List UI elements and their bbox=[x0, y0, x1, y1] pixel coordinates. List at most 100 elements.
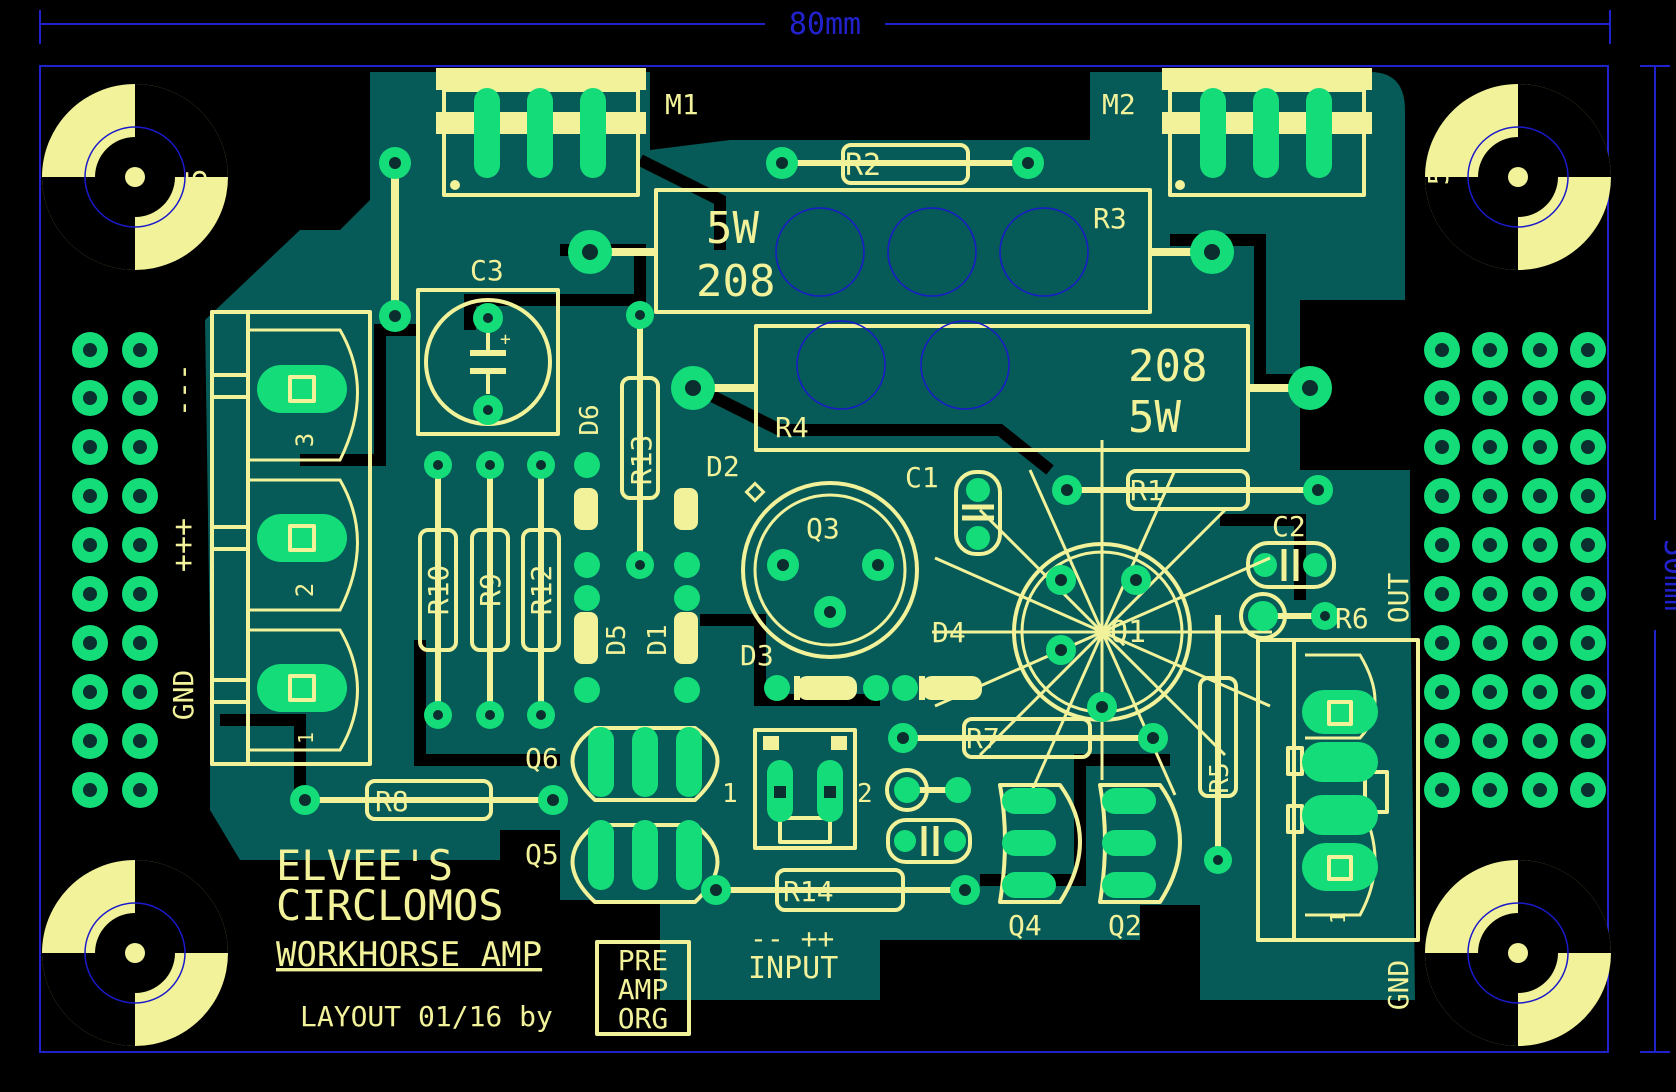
label-M2: M2 bbox=[1102, 88, 1136, 121]
resistor-R8 bbox=[290, 779, 568, 821]
label-D6: D6 bbox=[575, 404, 605, 435]
perfboard-drill bbox=[1483, 734, 1497, 748]
r3-value: 208 bbox=[696, 256, 775, 307]
label-R6: R6 bbox=[1335, 602, 1369, 635]
label-Q6: Q6 bbox=[525, 742, 559, 775]
perfboard-drill bbox=[133, 734, 147, 748]
capacitor-C1 bbox=[954, 470, 1002, 556]
conn-pin-2: 2 bbox=[291, 583, 319, 597]
perfboard-drill bbox=[133, 636, 147, 650]
perfboard-drill bbox=[83, 489, 97, 503]
label-R13: R13 bbox=[625, 435, 658, 486]
perfboard-drill bbox=[1533, 391, 1547, 405]
perfboard-drill bbox=[133, 343, 147, 357]
resistor-R12 bbox=[521, 451, 561, 729]
perfboard-drill bbox=[1581, 440, 1595, 454]
perfboard-drill bbox=[1533, 685, 1547, 699]
perfboard-drill bbox=[1435, 636, 1449, 650]
logo-line-3: ORG bbox=[618, 1002, 669, 1035]
perfboard-drill bbox=[1483, 636, 1497, 650]
label-D5: D5 bbox=[602, 624, 632, 655]
label-R12: R12 bbox=[525, 565, 558, 616]
transistor-Q6 bbox=[570, 726, 720, 802]
label-R14: R14 bbox=[783, 875, 834, 908]
resistor-R14 bbox=[701, 868, 980, 912]
conn-pin-3: 3 bbox=[291, 433, 319, 447]
label-C3: C3 bbox=[470, 254, 504, 287]
layout-credit: LAYOUT 01/16 by bbox=[300, 1000, 553, 1033]
mounting-hole-bl bbox=[42, 860, 228, 1046]
r3-power: 5W bbox=[706, 203, 759, 254]
perfboard-drill bbox=[1533, 783, 1547, 797]
perfboard-drill bbox=[1483, 343, 1497, 357]
brand-line-3: WORKHORSE AMP bbox=[276, 935, 542, 975]
input-polarity: -- ++ bbox=[750, 922, 834, 955]
minus-label: --- bbox=[166, 363, 201, 417]
diode-D5 bbox=[574, 612, 600, 703]
perfboard-drill bbox=[133, 391, 147, 405]
mosfet-M2 bbox=[1162, 68, 1372, 197]
label-R1: R1 bbox=[1130, 474, 1164, 507]
label-R5: R5 bbox=[1205, 762, 1235, 793]
resistor-R13 bbox=[620, 301, 660, 579]
transistor-Q3 bbox=[741, 481, 919, 659]
resistor-R4 bbox=[671, 320, 1332, 452]
perfboard-drill bbox=[1581, 343, 1595, 357]
resistor-R10 bbox=[418, 451, 458, 729]
diode-D3 bbox=[764, 675, 889, 701]
mosfet-M1 bbox=[436, 68, 646, 197]
perfboard-drill bbox=[1483, 685, 1497, 699]
perfboard-drill bbox=[1483, 440, 1497, 454]
output-connector bbox=[1256, 638, 1420, 942]
perfboard-drill bbox=[1435, 391, 1449, 405]
perfboard-drill bbox=[133, 685, 147, 699]
perfboard-drill bbox=[1533, 587, 1547, 601]
label-R9: R9 bbox=[474, 573, 507, 607]
label-D2: D2 bbox=[706, 450, 740, 483]
perfboard-drill bbox=[1483, 391, 1497, 405]
perfboard-drill bbox=[1581, 734, 1595, 748]
perfboard-drill bbox=[1581, 391, 1595, 405]
label-C1: C1 bbox=[905, 461, 939, 494]
perfboard-drill bbox=[1435, 489, 1449, 503]
gnd-left-label: GND bbox=[167, 670, 200, 721]
perfboard-drill bbox=[1435, 783, 1449, 797]
perfboard-drill bbox=[1581, 489, 1595, 503]
diode-D4 bbox=[892, 675, 982, 701]
perfboard-drill bbox=[83, 343, 97, 357]
plus-label: +++ bbox=[166, 518, 201, 572]
perfboard-drill bbox=[83, 440, 97, 454]
perfboard-drill bbox=[83, 685, 97, 699]
label-D1: D1 bbox=[643, 624, 673, 655]
input-pin-2: 2 bbox=[857, 779, 873, 809]
label-R4: R4 bbox=[775, 411, 809, 444]
perfboard-drill bbox=[1581, 636, 1595, 650]
label-C2: C2 bbox=[1272, 510, 1306, 543]
perfboard-drill bbox=[1581, 783, 1595, 797]
brand-line-2: CIRCLOMOS bbox=[276, 881, 504, 930]
power-connector bbox=[210, 310, 372, 766]
out-pin-1: 1 bbox=[1326, 912, 1350, 924]
diode-D2 bbox=[674, 488, 700, 611]
capacitor-C2 bbox=[1246, 541, 1336, 589]
label-R2: R2 bbox=[845, 148, 881, 183]
perfboard-drill bbox=[1533, 343, 1547, 357]
gnd-right-label: GND bbox=[1382, 960, 1415, 1011]
perfboard-drill bbox=[1435, 587, 1449, 601]
transistor-Q4 bbox=[998, 783, 1082, 904]
label-Q3: Q3 bbox=[806, 512, 840, 545]
perfboard-drill bbox=[1533, 636, 1547, 650]
label-R3: R3 bbox=[1093, 202, 1127, 235]
resistor-R2 bbox=[766, 143, 1044, 185]
svg-text:+: + bbox=[500, 329, 511, 350]
perfboard-drill bbox=[1483, 538, 1497, 552]
brand-line-1: ELVEE'S bbox=[276, 841, 453, 890]
r4-power: 5W bbox=[1128, 392, 1181, 443]
width-dimension-label: 80mm bbox=[789, 7, 861, 42]
input-connector bbox=[753, 728, 857, 850]
label-M1: M1 bbox=[665, 88, 699, 121]
perfboard-drill bbox=[133, 489, 147, 503]
perfboard-drill bbox=[83, 587, 97, 601]
perfboard-drill bbox=[1533, 538, 1547, 552]
diode-D1 bbox=[674, 612, 700, 703]
